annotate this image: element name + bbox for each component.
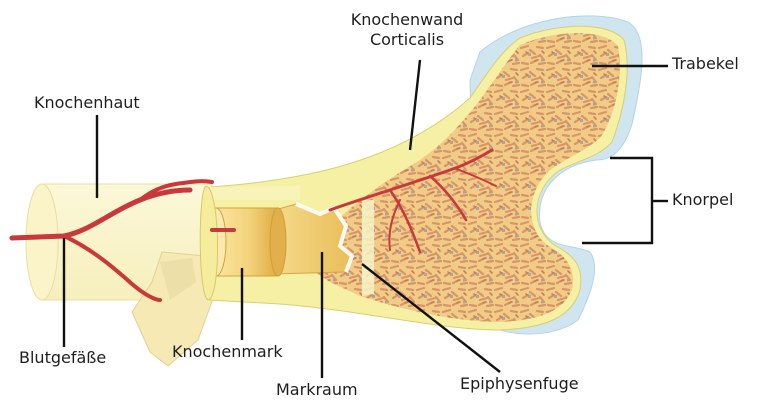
periosteum-end	[26, 184, 58, 300]
label-knochenhaut: Knochenhaut	[34, 93, 140, 113]
label-epiphysenfuge: Epiphysenfuge	[460, 374, 579, 394]
label-knorpel: Knorpel	[672, 190, 733, 210]
shaft-cortex-band	[210, 186, 300, 200]
label-knochenwand: Knochenwand Corticalis	[337, 10, 477, 50]
label-knochenwand-line2: Corticalis	[337, 30, 477, 50]
leader-knorpel-bracket	[582, 158, 652, 243]
label-trabekel: Trabekel	[672, 54, 739, 74]
label-markraum: Markraum	[276, 380, 358, 400]
label-knochenwand-line1: Knochenwand	[337, 10, 477, 30]
epiphyseal-line	[362, 200, 374, 296]
label-blutgefaesse: Blutgefäße	[19, 348, 106, 368]
label-knochenmark: Knochenmark	[172, 342, 283, 362]
bone-marrow-end-right	[270, 208, 286, 276]
